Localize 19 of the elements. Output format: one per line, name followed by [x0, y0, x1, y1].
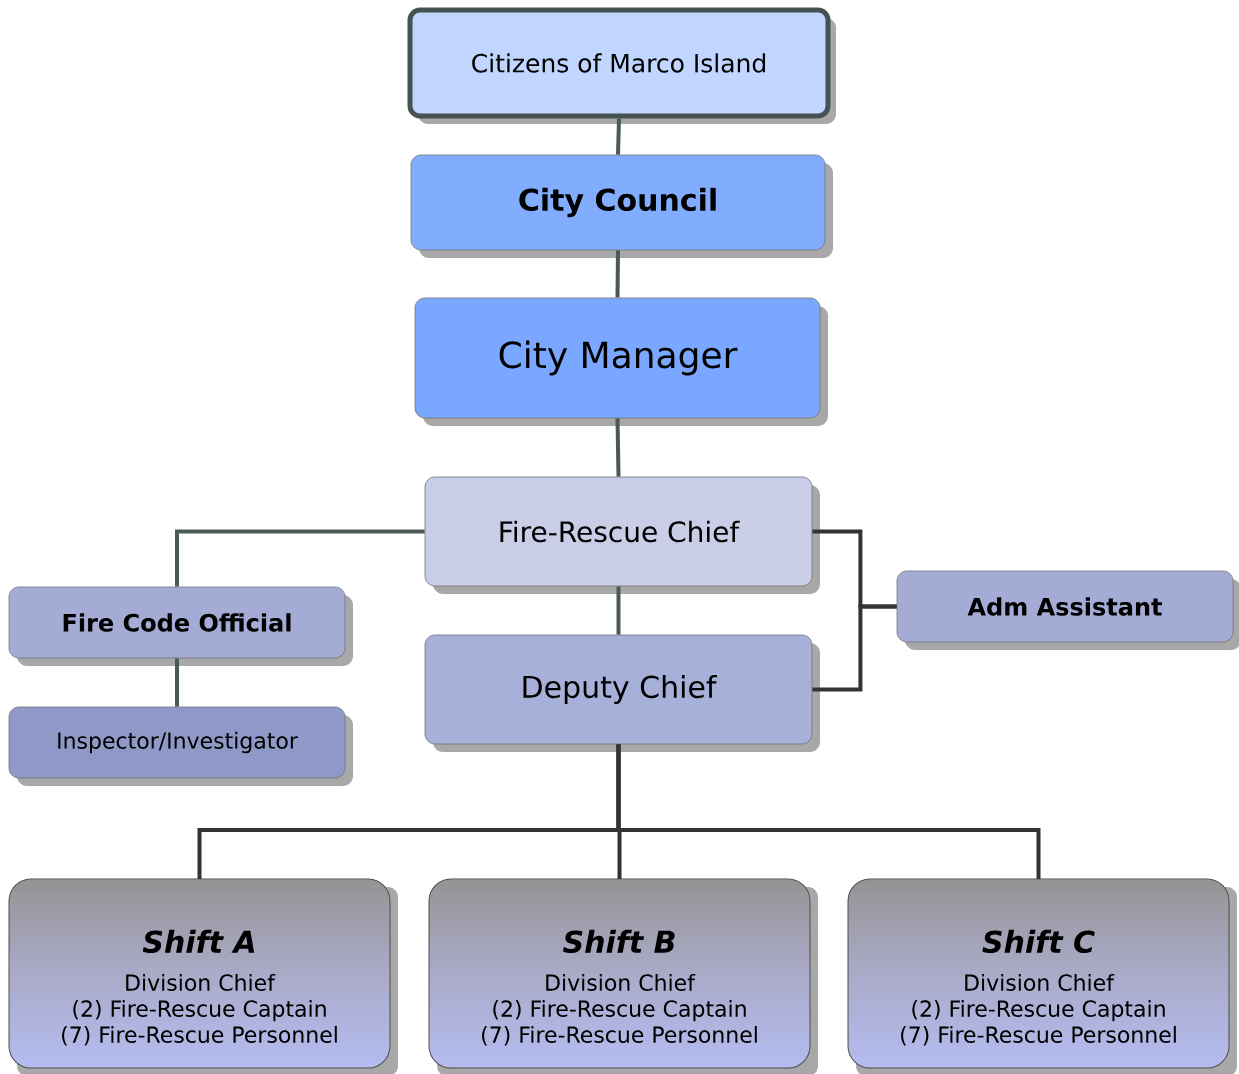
connector-line	[812, 604, 897, 692]
connector-line	[616, 118, 621, 155]
shift-box: Shift C Division Chief (2) Fire-Rescue Captain (7) Fire-Rescue Personnel	[847, 878, 1237, 1074]
connector-line	[615, 250, 620, 298]
role-box: Deputy Chief	[424, 634, 820, 752]
connector-line	[615, 418, 621, 477]
role-box: Adm Assistant	[896, 570, 1239, 650]
role-box: City Manager	[414, 297, 828, 426]
shift-box: Shift B Division Chief (2) Fire-Rescue Captain (7) Fire-Rescue Personnel	[428, 878, 818, 1074]
role-box: City Council	[410, 154, 833, 258]
role-box: Inspector/Investigator	[8, 706, 353, 786]
shift-box: Shift A Division Chief (2) Fire-Rescue Captain (7) Fire-Rescue Personnel	[8, 878, 398, 1074]
connector-line	[616, 586, 621, 635]
role-box: Fire Code Official	[8, 586, 353, 666]
connector-line	[616, 744, 1041, 879]
connector-line	[175, 529, 425, 587]
connector-line	[175, 658, 179, 707]
role-box: Fire-Rescue Chief	[424, 476, 820, 594]
role-box: Citizens of Marco Island	[407, 7, 836, 124]
